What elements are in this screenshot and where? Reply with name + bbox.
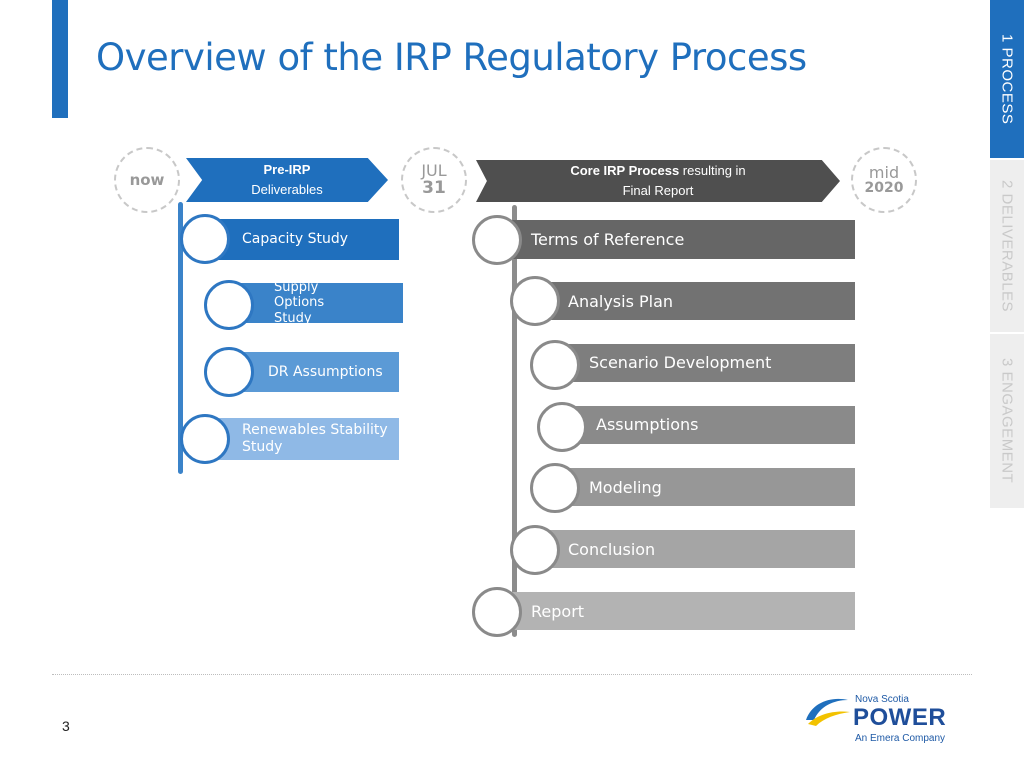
core-irp-item-label: Analysis Plan — [568, 291, 674, 311]
tab-engagement-label: 3 ENGAGEMENT — [998, 358, 1016, 484]
core-irp-node — [510, 525, 560, 575]
core-irp-arrow: Core IRP Process resulting in Final Repo… — [476, 160, 840, 202]
tab-engagement[interactable]: 3 ENGAGEMENT — [990, 334, 1024, 508]
page-number: 3 — [62, 718, 70, 734]
milestone-now-label: now — [129, 170, 165, 189]
core-irp-subheading: Final Report — [622, 183, 694, 198]
pre-irp-connector — [178, 202, 183, 474]
section-tabs: 1 PROCESS 2 DELIVERABLES 3 ENGAGEMENT — [990, 0, 1024, 508]
core-irp-node — [537, 402, 587, 452]
pre-irp-item-label: Supply Options Study — [274, 279, 325, 326]
core-irp-node — [472, 587, 522, 637]
pre-irp-subheading: Deliverables — [251, 182, 323, 197]
pre-irp-item-supply-options-study[interactable]: Supply Options Study — [232, 280, 403, 326]
core-irp-item-label: Conclusion — [568, 539, 656, 559]
milestone-jul-31: JUL 31 — [401, 147, 467, 213]
core-irp-item-label: Scenario Development — [589, 353, 772, 372]
core-irp-connector — [512, 205, 517, 637]
core-irp-node — [530, 340, 580, 390]
title-accent-bar — [52, 0, 68, 118]
pre-irp-node — [180, 214, 230, 264]
pre-irp-node — [180, 414, 230, 464]
milestone-day: 31 — [422, 178, 446, 199]
core-irp-item-label: Report — [531, 601, 585, 621]
pre-irp-heading: Pre-IRP — [263, 161, 311, 177]
tab-process[interactable]: 1 PROCESS — [990, 0, 1024, 158]
core-irp-heading-rest: resulting in — [679, 162, 746, 178]
milestone-year: 2020 — [864, 180, 904, 197]
core-irp-item-label: Assumptions — [596, 415, 699, 434]
logo-power: POWER — [853, 704, 947, 731]
logo-nova-scotia: Nova Scotia — [855, 694, 909, 705]
pre-irp-item-renewables-stability-study[interactable]: Renewables Stability Study — [210, 418, 399, 460]
nova-scotia-power-logo: Nova Scotia POWER An Emera Company — [802, 690, 972, 750]
page-title: Overview of the IRP Regulatory Process — [96, 36, 807, 79]
pre-irp-item-dr-assumptions[interactable]: DR Assumptions — [234, 352, 399, 392]
core-irp-node — [510, 276, 560, 326]
core-irp-item-label: Modeling — [589, 477, 662, 497]
core-irp-item-analysis-plan[interactable]: Analysis Plan — [536, 282, 855, 320]
milestone-month: JUL — [421, 160, 447, 180]
core-irp-heading-bold: Core IRP Process — [570, 162, 680, 178]
pre-irp-item-label: Renewables Stability Study — [242, 422, 388, 455]
milestone-now: now — [114, 147, 180, 213]
milestone-mid-2020: mid 2020 — [851, 147, 917, 213]
footer-divider — [52, 674, 972, 675]
core-irp-item-assumptions[interactable]: Assumptions — [562, 406, 855, 444]
core-irp-node — [530, 463, 580, 513]
core-irp-item-scenario-development[interactable]: Scenario Development — [556, 344, 855, 382]
milestone-mid-label: mid — [868, 162, 900, 182]
pre-irp-item-label: Capacity Study — [242, 231, 349, 248]
core-irp-node — [472, 215, 522, 265]
pre-irp-node — [204, 280, 254, 330]
pre-irp-arrow: Pre-IRP Deliverables — [186, 158, 388, 202]
core-irp-item-report[interactable]: Report — [497, 592, 855, 630]
pre-irp-node — [204, 347, 254, 397]
tab-deliverables-label: 2 DELIVERABLES — [998, 179, 1016, 313]
core-irp-item-conclusion[interactable]: Conclusion — [536, 530, 855, 568]
logo-emera: An Emera Company — [855, 733, 946, 744]
logo-swoosh-icon — [806, 698, 850, 726]
pre-irp-item-capacity-study[interactable]: Capacity Study — [205, 219, 399, 260]
core-irp-item-label: Terms of Reference — [531, 230, 685, 249]
tab-deliverables[interactable]: 2 DELIVERABLES — [990, 160, 1024, 332]
core-irp-heading: Core IRP Process resulting in — [570, 161, 745, 181]
pre-irp-item-label: DR Assumptions — [268, 363, 383, 380]
tab-process-label: 1 PROCESS — [998, 33, 1016, 125]
core-irp-item-modeling[interactable]: Modeling — [556, 468, 855, 506]
core-irp-item-terms-of-reference[interactable]: Terms of Reference — [497, 220, 855, 259]
